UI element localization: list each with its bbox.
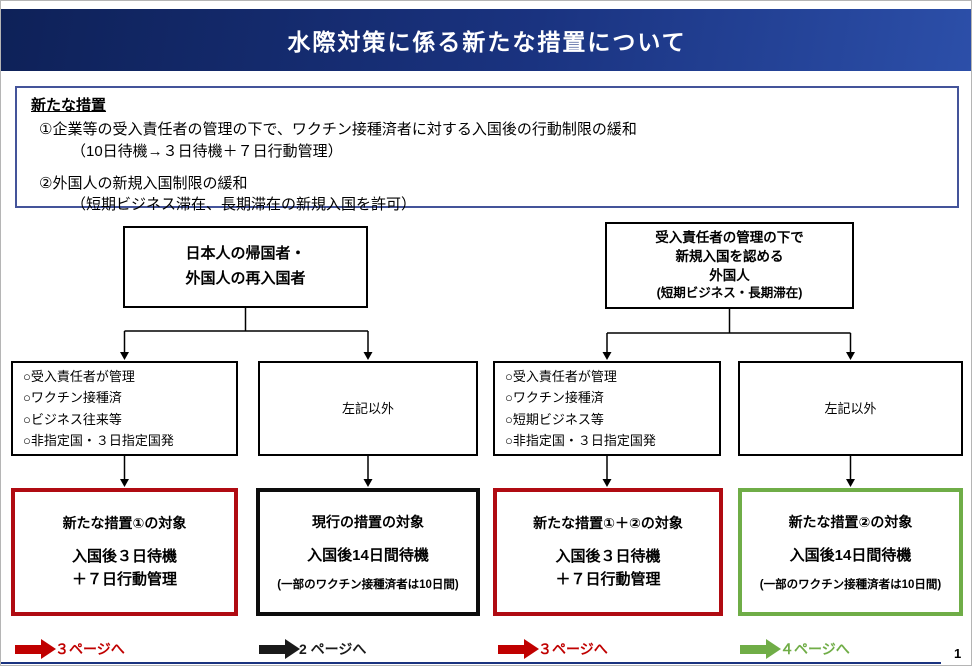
result-current-measure: 現行の措置の対象 入国後14日間待機 (一部のワクチン接種済者は10日間) bbox=[256, 488, 480, 616]
page-link-label: ４ページへ bbox=[780, 641, 850, 657]
right-arrow-icon bbox=[15, 639, 56, 659]
box-line: 日本人の帰国者・ bbox=[185, 245, 306, 263]
cond-other-right: 左記以外 bbox=[738, 361, 963, 456]
slide-header: 水際対策に係る新たな措置について bbox=[1, 9, 971, 71]
page-title: 水際対策に係る新たな措置について bbox=[287, 29, 687, 55]
page-link-label: ３ページへ bbox=[538, 641, 608, 657]
result-title: 新たな措置①＋②の対象 bbox=[533, 515, 683, 531]
result-title: 新たな措置②の対象 bbox=[788, 513, 913, 530]
page-link-3b[interactable]: ３ページへ bbox=[498, 637, 608, 661]
cond-line: 左記以外 bbox=[341, 400, 394, 416]
result-line: 入国後３日待機 bbox=[71, 548, 177, 565]
cond-other-left: 左記以外 bbox=[258, 361, 478, 456]
right-arrow-icon bbox=[740, 639, 781, 659]
result-note: (一部のワクチン接種済者は10日間) bbox=[277, 579, 459, 592]
result-line: 入国後14日間待機 bbox=[307, 546, 429, 564]
box-new-entrants: 受入責任者の管理の下で 新規入国を認める 外国人 (短期ビジネス・長期滞在) bbox=[605, 222, 854, 309]
measures-box: 新たな措置 ①企業等の受入責任者の管理の下で、ワクチン接種済者に対する入国後の行… bbox=[15, 86, 959, 213]
page-link-label: 2 ページへ bbox=[299, 641, 367, 657]
page-number: 1 bbox=[954, 646, 962, 661]
box-line: 新規入国を認める bbox=[675, 249, 784, 265]
box-line: 受入責任者の管理の下で bbox=[655, 229, 804, 245]
result-measure2: 新たな措置②の対象 入国後14日間待機 (一部のワクチン接種済者は10日間) bbox=[738, 488, 963, 616]
cond-line: 左記以外 bbox=[824, 400, 877, 416]
result-line: 入国後14日間待機 bbox=[789, 546, 912, 564]
result-measure1: 新たな措置①の対象 入国後３日待機 ＋７日行動管理 bbox=[11, 488, 238, 616]
measures-item-2-sub: （短期ビジネス滞在、長期滞在の新規入国を許可） bbox=[71, 196, 417, 214]
result-title: 新たな措置①の対象 bbox=[62, 515, 187, 531]
page-link-label: ３ページへ bbox=[55, 641, 125, 657]
cond-line: ○非指定国・３日指定国発 bbox=[505, 432, 656, 448]
measures-item-2: ②外国人の新規入国制限の緩和 bbox=[39, 174, 248, 192]
page-link-3a[interactable]: ３ページへ bbox=[15, 637, 125, 661]
result-line: ＋７日行動管理 bbox=[71, 570, 177, 588]
right-arrow-icon bbox=[259, 639, 300, 659]
result-note: (一部のワクチン接種済者は10日間) bbox=[759, 579, 942, 592]
measures-item-1: ①企業等の受入責任者の管理の下で、ワクチン接種済者に対する入国後の行動制限の緩和 bbox=[39, 121, 637, 139]
cond-line: ○ワクチン接種済 bbox=[23, 390, 122, 406]
result-title: 現行の措置の対象 bbox=[312, 513, 424, 530]
right-arrow-icon bbox=[498, 639, 539, 659]
cond-line: ○ビジネス往来等 bbox=[23, 411, 122, 427]
result-line: ＋７日行動管理 bbox=[555, 570, 661, 588]
box-line: (短期ビジネス・長期滞在) bbox=[656, 286, 803, 301]
cond-line: ○受入責任者が管理 bbox=[23, 369, 135, 385]
result-line: 入国後３日待機 bbox=[555, 548, 661, 565]
box-line: 外国人の再入国者 bbox=[185, 270, 306, 287]
cond-line: ○短期ビジネス等 bbox=[505, 411, 604, 427]
bottom-rule bbox=[1, 662, 941, 664]
cond-managed-reentry: ○受入責任者が管理 ○ワクチン接種済 ○ビジネス往来等 ○非指定国・３日指定国発 bbox=[11, 361, 238, 456]
cond-line: ○受入責任者が管理 bbox=[505, 369, 617, 385]
cond-line: ○ワクチン接種済 bbox=[505, 390, 604, 406]
result-measure1-and-2: 新たな措置①＋②の対象 入国後３日待機 ＋７日行動管理 bbox=[493, 488, 723, 616]
page-link-4[interactable]: ４ページへ bbox=[740, 637, 850, 661]
box-returnees: 日本人の帰国者・ 外国人の再入国者 bbox=[123, 226, 368, 308]
measures-item-1-sub: （10日待機→３日待機＋７日行動管理） bbox=[71, 142, 343, 160]
cond-line: ○非指定国・３日指定国発 bbox=[23, 432, 174, 448]
page-link-2[interactable]: 2 ページへ bbox=[259, 637, 366, 661]
measures-heading: 新たな措置 bbox=[31, 97, 107, 114]
box-line: 外国人 bbox=[709, 268, 750, 284]
cond-managed-new-entry: ○受入責任者が管理 ○ワクチン接種済 ○短期ビジネス等 ○非指定国・３日指定国発 bbox=[493, 361, 721, 456]
